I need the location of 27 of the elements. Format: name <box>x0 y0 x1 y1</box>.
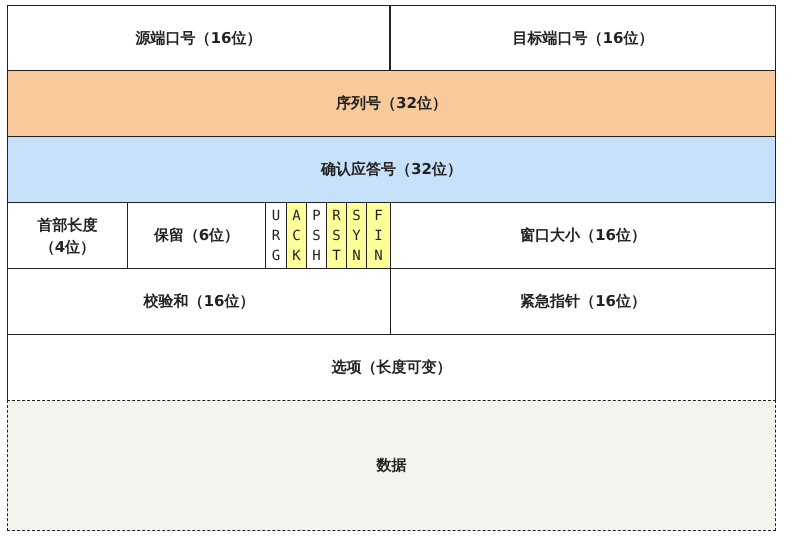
flag-name: SYN <box>352 206 361 266</box>
field-label: 保留（6位） <box>154 226 240 245</box>
header-field <box>390 5 776 71</box>
field-label: 序列号（32位） <box>336 94 447 113</box>
header-field <box>7 136 776 203</box>
field-label: 紧急指针（16位） <box>520 292 646 311</box>
flag-name: PSH <box>312 206 321 266</box>
flag-name: RST <box>332 206 341 266</box>
field-label: 校验和（16位） <box>144 292 254 311</box>
data-area <box>7 400 776 531</box>
flag-cell <box>286 202 307 269</box>
flag-cell <box>366 202 391 269</box>
flag-cell <box>346 202 367 269</box>
header-field <box>7 334 776 401</box>
header-field <box>7 5 390 71</box>
field-label: 确认应答号（32位） <box>321 160 462 179</box>
flag-name: ACK <box>292 206 301 266</box>
field-label: 数据 <box>376 456 406 475</box>
field-label: 源端口号（16位） <box>136 28 262 48</box>
flag-name: URG <box>272 206 280 266</box>
field-label: 选项（长度可变） <box>332 358 452 377</box>
flag-cell <box>326 202 347 269</box>
header-field <box>7 70 776 137</box>
field-label: 首部长度（4位） <box>36 214 98 258</box>
flag-name: FIN <box>374 206 383 266</box>
field-label: 目标端口号（16位） <box>512 28 654 48</box>
field-label: 窗口大小（16位） <box>520 226 646 245</box>
